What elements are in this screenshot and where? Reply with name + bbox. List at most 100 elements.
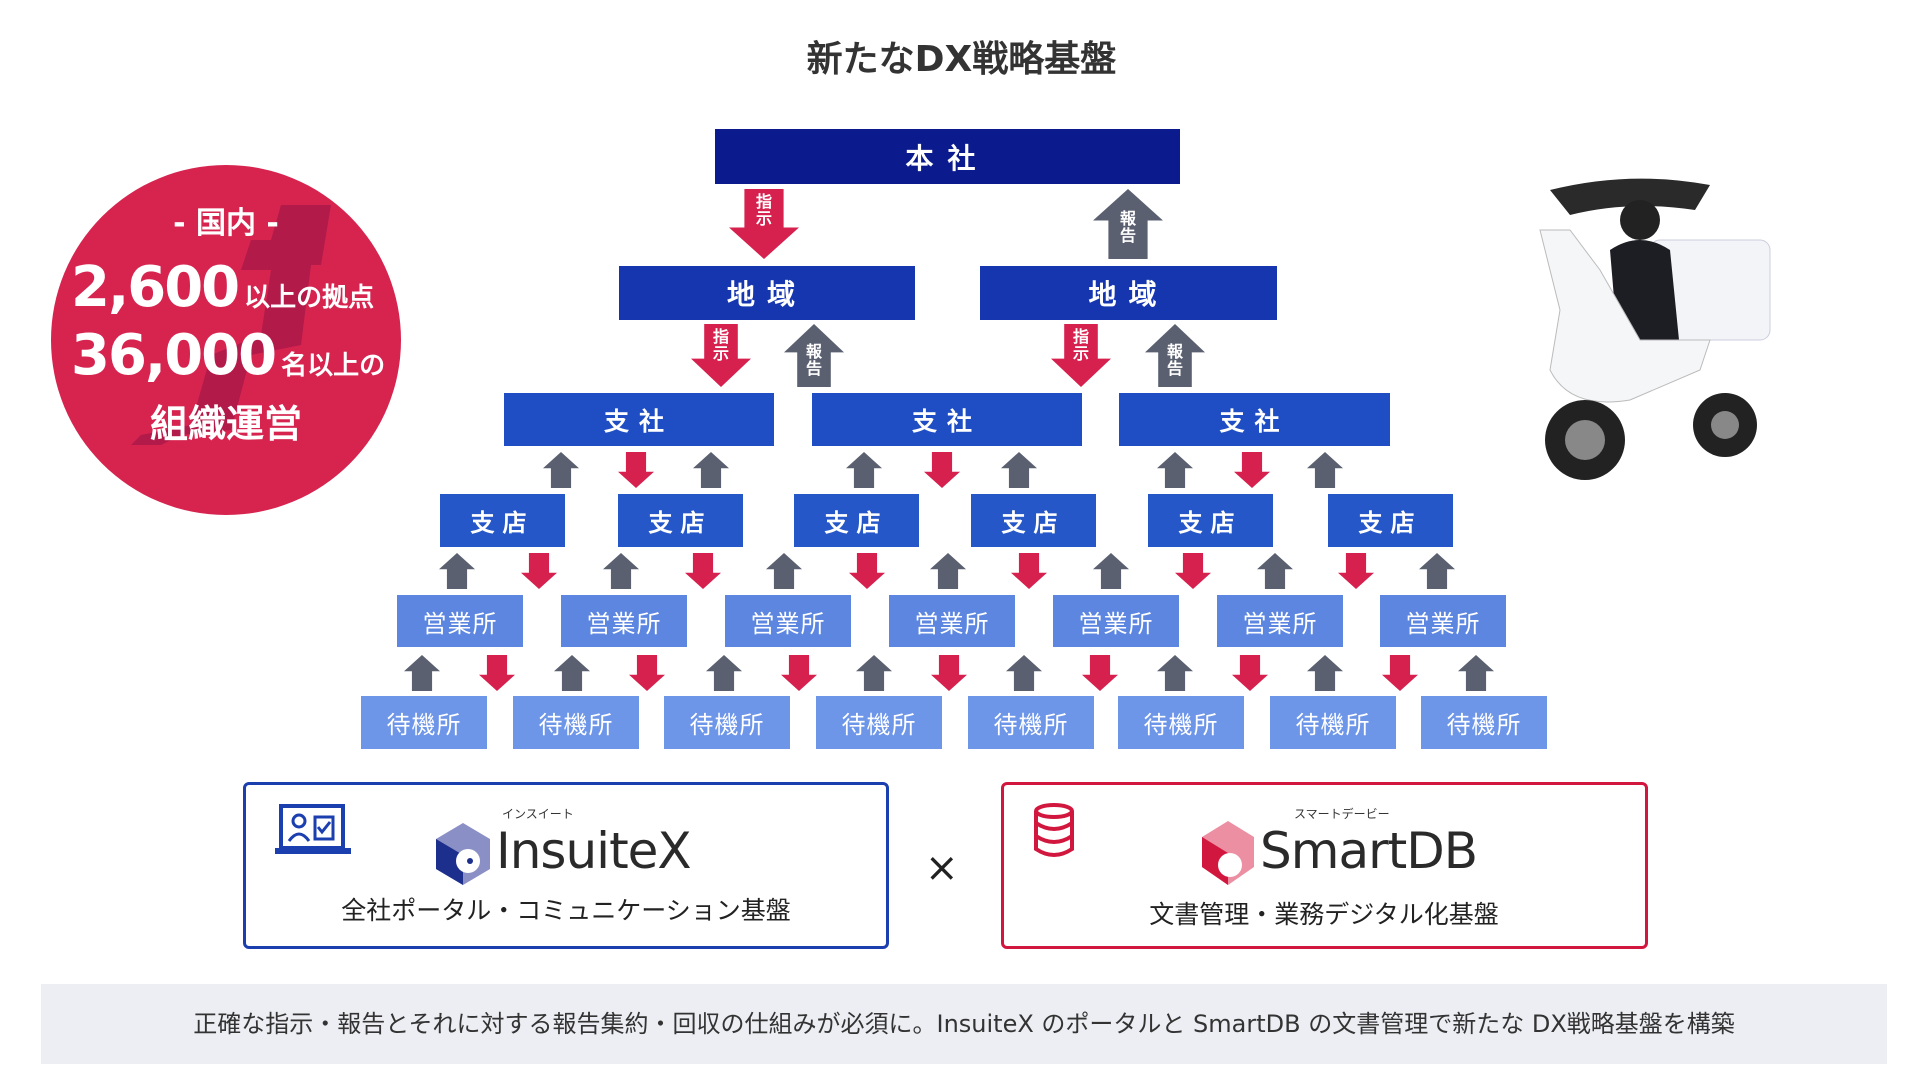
node-eigyosho: 営業所: [889, 595, 1015, 647]
node-taikisho: 待機所: [1118, 696, 1244, 749]
instruct-arrow-down-icon: [691, 324, 751, 387]
node-taikisho: 待機所: [816, 696, 942, 749]
report-arrow-up-icon: [1093, 189, 1163, 259]
alsok-scooter-photo: [1539, 178, 1771, 480]
page-title: 新たなDX戦略基盤: [806, 39, 1117, 80]
stat-label-people: 名以上の: [281, 351, 386, 381]
node-taikisho: 待機所: [513, 696, 639, 749]
stat-number-people: 36,000: [71, 323, 277, 388]
japan-map-icon: [131, 205, 331, 445]
report-arrow-up-icon: [856, 655, 892, 691]
smartdb-logo-icon: [1202, 821, 1254, 885]
instruct-arrow-down-icon: [924, 452, 960, 488]
instruct-arrow-down-icon: [1382, 655, 1418, 691]
node-shisha: 支社: [1119, 393, 1390, 446]
report-arrow-up-icon: [1307, 655, 1343, 691]
node-eigyosho: 営業所: [1053, 595, 1179, 647]
instruct-arrow-down-icon: [1175, 553, 1211, 589]
smartdb-desc: 文書管理・業務デジタル化基盤: [1149, 900, 1499, 929]
insuitex-logo: InsuiteX: [496, 822, 692, 880]
report-arrow-up-icon: [404, 655, 440, 691]
times-symbol: ×: [925, 845, 959, 891]
node-shiten: 支店: [1328, 494, 1453, 547]
report-arrow-up-icon: [930, 553, 966, 589]
report-arrow-up-icon: [543, 452, 579, 488]
stat-label-bases: 以上の拠点: [244, 283, 375, 313]
node-shiten: 支店: [971, 494, 1096, 547]
node-taikisho: 待機所: [1421, 696, 1547, 749]
node-taikisho: 待機所: [664, 696, 790, 749]
node-eigyosho: 営業所: [1380, 595, 1506, 647]
node-taikisho: 待機所: [1270, 696, 1396, 749]
instruct-arrow-down-icon: [1338, 553, 1374, 589]
report-arrow-up-icon: [1307, 452, 1343, 488]
instruct-arrow-down-icon: [729, 189, 799, 259]
instruct-arrow-down-icon: [629, 655, 665, 691]
smartdb-card[interactable]: スマートデービー SmartDB 文書管理・業務デジタル化基盤: [1001, 782, 1648, 949]
insuitex-desc: 全社ポータル・コミュニケーション基盤: [341, 896, 791, 925]
node-taikisho: 待機所: [361, 696, 487, 749]
instruct-arrow-down-icon: [1082, 655, 1118, 691]
report-arrow-up-icon: [1257, 553, 1293, 589]
report-label: 報告: [805, 341, 822, 378]
report-arrow-up-icon: [766, 553, 802, 589]
instruct-arrow-down-icon: [1051, 324, 1111, 387]
instruct-arrow-down-icon: [931, 655, 967, 691]
report-arrow-up-icon: [706, 655, 742, 691]
report-arrow-up-icon: [1157, 452, 1193, 488]
laptop-user-check-icon: [275, 804, 351, 854]
report-arrow-up-icon: [1145, 324, 1205, 387]
node-eigyosho: 営業所: [725, 595, 851, 647]
node-shiten: 支店: [618, 494, 743, 547]
report-arrow-up-icon: [1001, 452, 1037, 488]
report-arrow-up-icon: [784, 324, 844, 387]
instruct-arrow-down-icon: [618, 452, 654, 488]
node-taikisho: 待機所: [968, 696, 1094, 749]
insuitex-card[interactable]: インスイート InsuiteX 全社ポータル・コミュニケーション基盤: [243, 782, 889, 949]
node-chiiki: 地域: [619, 266, 915, 320]
smartdb-ruby: スマートデービー: [1294, 807, 1390, 821]
report-label: 報告: [1119, 209, 1136, 245]
node-eigyosho: 営業所: [397, 595, 523, 647]
node-shiten: 支店: [440, 494, 565, 547]
report-arrow-up-icon: [1458, 655, 1494, 691]
instruct-arrow-down-icon: [685, 553, 721, 589]
report-arrow-up-icon: [1006, 655, 1042, 691]
report-label: 報告: [1166, 341, 1183, 378]
report-arrow-up-icon: [1419, 553, 1455, 589]
node-chiiki: 地域: [980, 266, 1277, 320]
node-eigyosho: 営業所: [1217, 595, 1343, 647]
insuitex-ruby: インスイート: [502, 807, 574, 821]
node-shiten: 支店: [794, 494, 919, 547]
instruct-arrow-down-icon: [781, 655, 817, 691]
node-shisha: 支社: [504, 393, 774, 446]
insuitex-logo-icon: [436, 823, 490, 885]
instruct-label: 指示: [755, 192, 772, 228]
report-arrow-up-icon: [1093, 553, 1129, 589]
summary-bar: 正確な指示・報告とそれに対する報告集約・回収の仕組みが必須に。InsuiteX …: [41, 984, 1887, 1064]
database-icon: [1034, 803, 1074, 857]
instruct-arrow-down-icon: [849, 553, 885, 589]
instruct-label: 指示: [1072, 327, 1089, 363]
report-arrow-up-icon: [846, 452, 882, 488]
instruct-arrow-down-icon: [479, 655, 515, 691]
summary-text: 正確な指示・報告とそれに対する報告集約・回収の仕組みが必須に。InsuiteX …: [193, 1010, 1735, 1038]
report-arrow-up-icon: [1157, 655, 1193, 691]
report-arrow-up-icon: [554, 655, 590, 691]
instruct-arrow-down-icon: [1011, 553, 1047, 589]
region-label: - 国内 -: [173, 206, 279, 241]
report-arrow-up-icon: [439, 553, 475, 589]
instruct-arrow-down-icon: [1232, 655, 1268, 691]
instruct-label: 指示: [712, 327, 729, 363]
smartdb-logo: SmartDB: [1260, 822, 1478, 880]
node-honsha: 本社: [715, 129, 1180, 184]
report-arrow-up-icon: [693, 452, 729, 488]
node-shisha: 支社: [812, 393, 1082, 446]
stat-number-bases: 2,600: [71, 255, 240, 320]
stat-label-org: 組織運営: [149, 402, 302, 446]
instruct-arrow-down-icon: [521, 553, 557, 589]
node-shiten: 支店: [1148, 494, 1273, 547]
node-eigyosho: 営業所: [561, 595, 687, 647]
instruct-arrow-down-icon: [1234, 452, 1270, 488]
